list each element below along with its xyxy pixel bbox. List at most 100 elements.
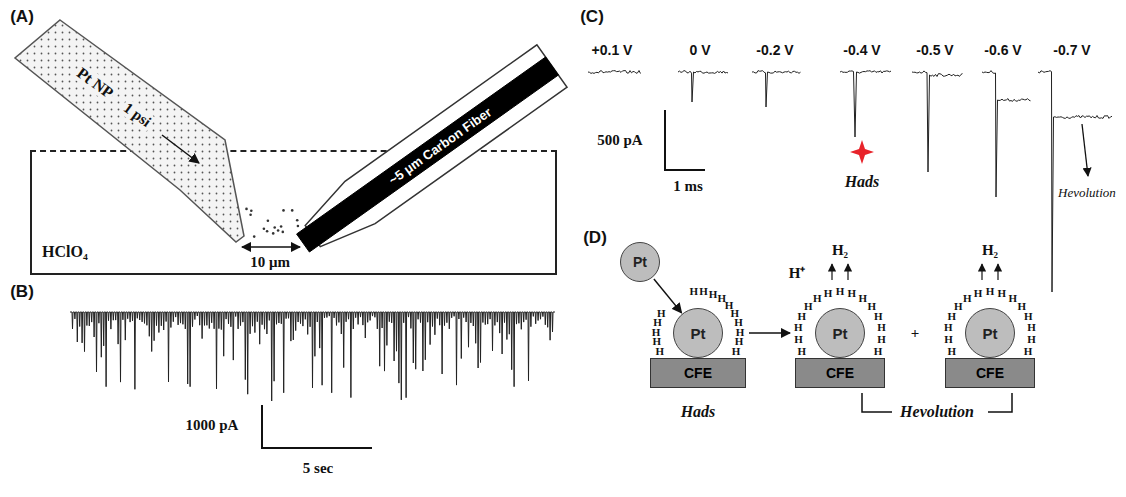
scale-bar: [262, 405, 372, 448]
carbon-fiber-electrode: ~5 μm Carbon Fiber: [285, 25, 575, 255]
electrode-label: CFE: [826, 365, 854, 381]
adsorbed-hydrogen: H: [944, 321, 953, 333]
process-label: Hevolution: [1058, 185, 1116, 201]
adsorbed-hydrogen: H: [874, 345, 883, 357]
adsorbed-hydrogen: H: [859, 292, 868, 304]
adsorbed-hydrogen: H: [804, 300, 813, 312]
nanoparticle-dot: [253, 235, 256, 238]
nanoparticle-dot: [245, 208, 248, 211]
potential-label: -0.2 V: [756, 42, 793, 58]
nanoparticle-dot: [296, 219, 299, 222]
species-label: H₂: [832, 242, 848, 259]
adsorbed-hydrogen: H: [963, 292, 972, 304]
potential-label: -0.4 V: [843, 42, 880, 58]
pt-particle: Pt: [620, 242, 660, 282]
adsorbed-hydrogen: H: [948, 345, 957, 357]
panel-label: (C): [580, 7, 604, 27]
potential-label: -0.7 V: [1053, 42, 1090, 58]
adsorbed-hydrogen: H: [732, 345, 741, 357]
process-label: Hads: [681, 403, 716, 421]
electrode-label: CFE: [684, 365, 712, 381]
adsorbed-hydrogen: H: [1027, 333, 1036, 345]
adsorbed-hydrogen: H: [1024, 345, 1033, 357]
adsorbed-hydrogen: H: [699, 285, 708, 297]
process-label: Hads: [845, 173, 880, 191]
pipette: Pt NP1 psi: [10, 15, 250, 247]
adsorbed-hydrogen: H: [1024, 310, 1033, 322]
particle-label: Pt: [983, 325, 998, 342]
scale-label: 500 pA: [597, 132, 642, 149]
gas-arrow: [997, 264, 998, 280]
electrolyte-bath: HClO₄: [30, 150, 557, 275]
carbon-fiber: [297, 57, 559, 252]
species-label: H⁺: [789, 262, 806, 282]
gas-arrow: [831, 264, 832, 280]
nanoparticle-dot: [280, 225, 283, 228]
current-trace: [70, 312, 555, 401]
adsorbed-hydrogen: H: [794, 333, 803, 345]
nanoparticle-dot: [263, 227, 266, 230]
cfe-electrode: CFE: [650, 358, 746, 388]
cfe-electrode: CFE: [795, 358, 885, 388]
adsorbed-hydrogen: H: [877, 333, 886, 345]
nanoparticle-dot: [297, 225, 300, 228]
potential-label: -0.6 V: [984, 42, 1021, 58]
spike-trace: [1038, 71, 1112, 292]
nanoparticle-dot: [266, 230, 269, 233]
pt-particle: Pt: [815, 308, 865, 358]
nanoparticle-dot: [273, 226, 276, 229]
step-arrow: [749, 332, 790, 334]
pipette-fill: [15, 20, 244, 242]
bracket: [862, 393, 892, 412]
spike-trace: [588, 71, 641, 74]
pt-particle: Pt: [673, 308, 723, 358]
nanoparticle-dot: [282, 231, 285, 234]
potential-label: 0 V: [689, 42, 710, 58]
particle-label: Pt: [633, 254, 647, 270]
pt-particle: Pt: [965, 308, 1015, 358]
nanoparticle-dot: [250, 210, 253, 213]
flow-arrow: [162, 135, 199, 163]
adsorbed-hydrogen: H: [689, 285, 698, 297]
scale-label: 5 sec: [303, 460, 333, 477]
bracket: [988, 393, 1012, 412]
nanoparticle-dot: [272, 232, 275, 235]
spike-trace: [912, 71, 963, 172]
panel-label: (A): [10, 7, 34, 27]
nanoparticle-dot: [282, 209, 285, 212]
adsorbed-hydrogen: H: [824, 287, 833, 299]
adsorbed-hydrogen: H: [986, 285, 995, 297]
gas-arrow: [847, 264, 848, 280]
dimension-label: 10 μm: [250, 254, 290, 271]
adsorbed-hydrogen: H: [954, 300, 963, 312]
adsorbed-hydrogen: H: [1027, 321, 1036, 333]
pipette-outline: [10, 15, 250, 247]
nanoparticle-dot: [267, 220, 270, 223]
pipette-body: [15, 20, 244, 242]
scale-label: 1000 pA: [186, 417, 239, 434]
scale-label: 1 ms: [673, 178, 703, 195]
panel-label: (D): [583, 228, 607, 248]
solution-label: HClO₄: [42, 243, 88, 261]
adsorbed-hydrogen: H: [794, 321, 803, 333]
spike-traces: [588, 71, 1112, 293]
distance-arrow: [242, 246, 300, 248]
particle-label: Pt: [691, 325, 706, 342]
nanoparticle-dot: [277, 229, 280, 232]
adsorbed-hydrogen: H: [848, 287, 857, 299]
adsorbed-hydrogen: H: [1009, 292, 1018, 304]
spike-trace: [840, 71, 891, 137]
adsorbed-hydrogen: H: [974, 287, 983, 299]
adsorbed-hydrogen: H: [657, 307, 666, 319]
adsorbed-hydrogen: H: [874, 310, 883, 322]
plus-sign: +: [911, 325, 920, 342]
adsorbed-hydrogen: H: [877, 321, 886, 333]
gas-arrow: [981, 264, 982, 280]
red-star: [850, 140, 874, 164]
adsorbed-hydrogen: H: [998, 287, 1007, 299]
adsorbed-hydrogen: H: [717, 292, 726, 304]
pointer-arrow: [1082, 124, 1088, 176]
electrode-outline: [285, 25, 575, 255]
